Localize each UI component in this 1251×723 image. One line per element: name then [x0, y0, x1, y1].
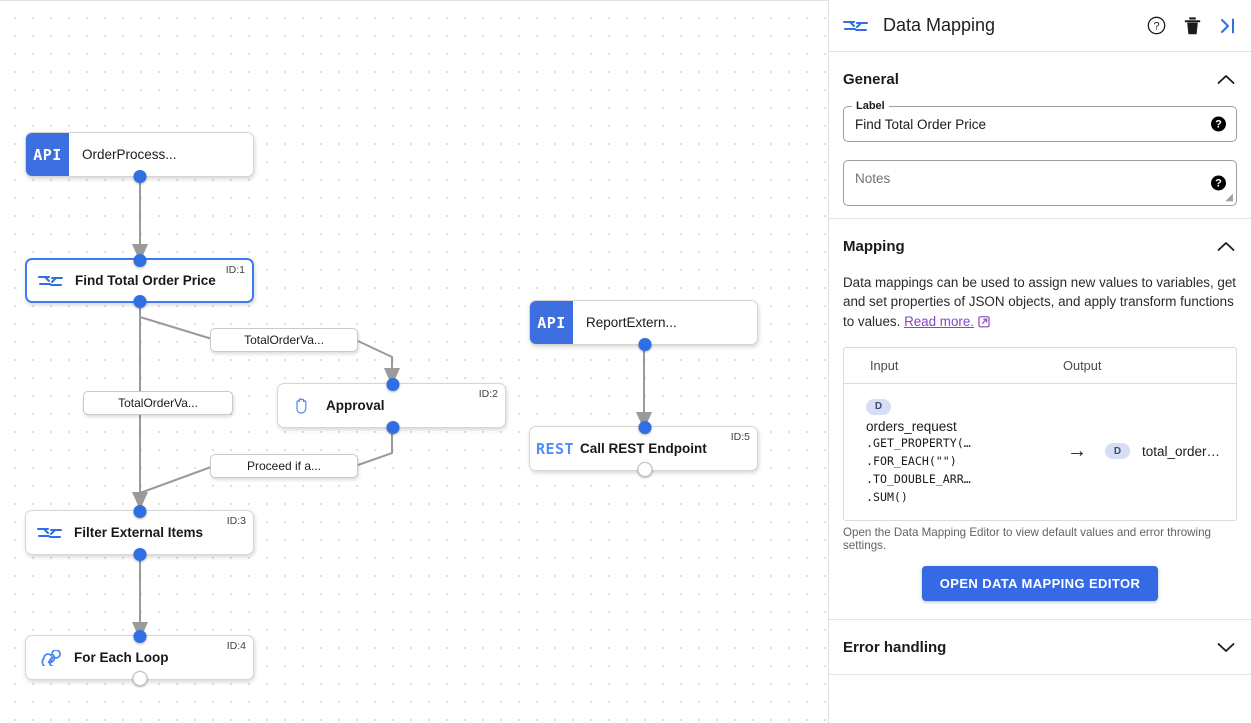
input-variable-name: orders_request	[866, 418, 957, 434]
node-label: Approval	[326, 398, 385, 413]
node-port-bottom[interactable]	[132, 670, 147, 686]
node-report-extern[interactable]: API ReportExtern...	[529, 300, 758, 351]
node-order-process[interactable]: API OrderProcess...	[25, 132, 254, 183]
notes-field-placeholder: Notes	[855, 171, 891, 186]
node-label: ReportExtern...	[586, 315, 677, 330]
node-for-each-loop[interactable]: For Each Loop ID:4	[25, 629, 254, 686]
node-port-top[interactable]	[133, 629, 146, 643]
node-filter-external-items[interactable]: Filter External Items ID:3	[25, 504, 254, 561]
mapping-table-header: Input Output	[844, 348, 1236, 385]
resize-handle[interactable]: ◢	[1225, 192, 1233, 203]
api-badge: API	[26, 133, 69, 176]
external-link-icon[interactable]	[978, 314, 991, 333]
output-variable-name: total_order…	[1142, 443, 1221, 459]
api-badge: API	[530, 301, 573, 344]
node-id-tag: ID:3	[226, 515, 246, 527]
section-error-handling-title: Error handling	[843, 638, 947, 656]
node-label: OrderProcess...	[82, 147, 177, 162]
section-error-handling: Error handling	[829, 620, 1251, 674]
mapping-description: Data mappings can be used to assign new …	[843, 273, 1237, 333]
input-transform-0: .GET_PROPERTY(…	[866, 435, 971, 450]
section-mapping-title: Mapping	[843, 237, 905, 255]
section-general-title: General	[843, 70, 899, 88]
node-id-tag: ID:1	[225, 264, 245, 276]
node-id-tag: ID:5	[730, 431, 750, 443]
node-port-top[interactable]	[386, 377, 400, 391]
data-mapping-icon	[26, 526, 74, 540]
data-mapping-icon	[27, 274, 75, 288]
infinity-loop-icon	[26, 649, 74, 666]
input-type-badge: D	[866, 398, 891, 415]
svg-text:?: ?	[1153, 20, 1159, 32]
node-call-rest-endpoint[interactable]: REST Call REST Endpoint ID:5	[529, 420, 758, 477]
label-field[interactable]: Label Find Total Order Price ?	[843, 100, 1237, 142]
input-transform-1: .FOR_EACH("")	[866, 453, 957, 468]
hand-approval-icon	[278, 396, 326, 416]
help-icon[interactable]: ?	[1211, 116, 1226, 132]
chevron-up-icon[interactable]	[1215, 68, 1237, 90]
section-mapping: Mapping Data mappings can be used to ass…	[829, 219, 1251, 602]
help-icon[interactable]: ?	[1211, 175, 1226, 191]
section-general-header[interactable]: General	[843, 52, 1237, 106]
node-port-bottom[interactable]	[638, 337, 652, 351]
output-type-badge: D	[1105, 443, 1130, 460]
edge-label[interactable]: Proceed if a...	[210, 454, 358, 478]
chevron-down-icon[interactable]	[1215, 636, 1237, 658]
section-general: General Label Find Total Order Price ? N…	[829, 52, 1251, 206]
help-icon[interactable]: ?	[1146, 15, 1167, 36]
node-port-bottom[interactable]	[133, 294, 146, 308]
node-id-tag: ID:2	[478, 388, 498, 400]
node-port-top[interactable]	[638, 420, 652, 434]
canvas-edges	[132, 177, 652, 640]
node-port-bottom[interactable]	[386, 420, 400, 434]
table-row[interactable]: D orders_request .GET_PROPERTY(… .FOR_EA…	[844, 384, 1236, 520]
chevron-up-icon[interactable]	[1215, 235, 1237, 257]
node-port-bottom[interactable]	[133, 169, 146, 183]
open-data-mapping-editor-button[interactable]: OPEN DATA MAPPING EDITOR	[921, 566, 1159, 602]
column-header-output: Output	[1063, 358, 1102, 374]
node-label: For Each Loop	[74, 650, 169, 665]
notes-field[interactable]: Notes ? ◢	[843, 160, 1237, 206]
section-mapping-header[interactable]: Mapping	[843, 219, 1237, 273]
node-id-tag: ID:4	[226, 640, 246, 652]
node-port-bottom[interactable]	[133, 547, 146, 561]
mapping-hint: Open the Data Mapping Editor to view def…	[843, 526, 1211, 553]
node-port-bottom[interactable]	[637, 461, 653, 477]
node-port-top[interactable]	[133, 253, 146, 267]
mapping-arrow-icon: →	[1067, 439, 1087, 462]
workflow-canvas[interactable]: API OrderProcess... Find Total Order Pri…	[0, 0, 828, 723]
divider	[829, 674, 1251, 676]
collapse-panel-icon[interactable]	[1218, 17, 1239, 35]
delete-icon[interactable]	[1183, 16, 1202, 36]
read-more-link[interactable]: Read more.	[904, 313, 975, 329]
data-mapping-icon	[843, 19, 869, 33]
node-port-top[interactable]	[133, 504, 146, 518]
mapping-description-text: Data mappings can be used to assign new …	[843, 275, 1237, 329]
page-title: Data Mapping	[883, 15, 996, 35]
node-label: Call REST Endpoint	[580, 441, 707, 456]
divider	[829, 218, 1251, 219]
label-field-value: Find Total Order Price	[855, 116, 987, 132]
rest-badge: REST	[530, 427, 580, 470]
mapping-table: Input Output D orders_request .GET_PROPE…	[843, 347, 1237, 522]
edge-label[interactable]: TotalOrderVa...	[83, 391, 233, 415]
column-header-input: Input	[870, 358, 899, 374]
node-label: Filter External Items	[74, 525, 204, 540]
divider	[829, 619, 1251, 621]
label-field-legend: Label	[852, 100, 889, 112]
section-error-handling-header[interactable]: Error handling	[843, 620, 1237, 674]
node-find-total-order-price[interactable]: Find Total Order Price ID:1	[25, 253, 254, 308]
node-approval[interactable]: Approval ID:2	[277, 377, 506, 434]
mapping-input-cell: D orders_request .GET_PROPERTY(… .FOR_EA…	[844, 396, 1049, 506]
node-label: Find Total Order Price	[75, 273, 216, 288]
edge-label[interactable]: TotalOrderVa...	[210, 328, 358, 352]
mapping-output-cell: D total_order…	[1105, 443, 1236, 460]
panel-header: Data Mapping ?	[829, 0, 1251, 52]
input-transform-3: .SUM()	[866, 490, 908, 505]
input-transform-2: .TO_DOUBLE_ARR…	[866, 471, 971, 486]
properties-panel: Data Mapping ?	[828, 0, 1251, 723]
